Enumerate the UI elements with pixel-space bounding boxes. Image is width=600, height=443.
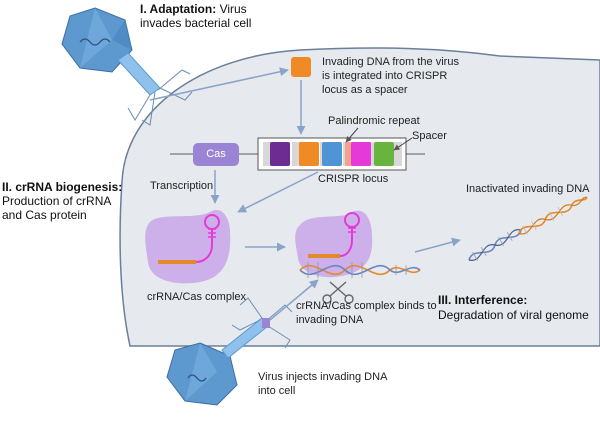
stage-interference-heading-text: III. Interference: [438, 293, 528, 307]
spacer-label: Spacer [412, 130, 447, 142]
stage-biogenesis-line1: Production of crRNA [2, 194, 112, 208]
stage-biogenesis-heading-text: II. crRNA biogenesis: [2, 180, 123, 194]
cas-gene: Cas [193, 143, 239, 166]
stage-adaptation-line2: invades bacterial cell [140, 16, 252, 30]
stage-interference-heading: III. Interference: [438, 293, 527, 307]
stage-adaptation-heading: I. Adaptation: [140, 2, 217, 16]
stage-biogenesis-line2: and Cas protein [2, 208, 87, 222]
stage-biogenesis-heading: II. crRNA biogenesis: [2, 180, 122, 194]
stage-adaptation-title: I. Adaptation: Virus [140, 2, 247, 16]
inactivated-dna-label: Inactivated invading DNA [466, 183, 590, 195]
integration-label-1: Invading DNA from the virus [322, 56, 459, 68]
transcription-label: Transcription [150, 180, 214, 192]
phage-icon-bottom [166, 297, 293, 406]
stage-interference-line1: Degradation of viral genome [438, 308, 589, 322]
new-spacer [291, 57, 311, 77]
integration-label-3: locus as a spacer [322, 84, 408, 96]
virus-injects-label-1: Virus injects invading DNA [258, 371, 388, 383]
complex-binds-label-2: invading DNA [296, 314, 364, 326]
crispr-locus [257, 137, 407, 171]
inactivated-dna-fragments [468, 196, 588, 262]
palindromic-repeat-label: Palindromic repeat [328, 115, 420, 127]
virus-injects-label-2: into cell [258, 385, 296, 397]
arrows [149, 67, 461, 321]
crrna-cas-complex-left [145, 210, 231, 284]
crrna-cas-complex-label: crRNA/Cas complex [147, 291, 247, 303]
phage-icon-top [61, 7, 193, 126]
scissors-icon [322, 281, 354, 304]
stage-adaptation-line1: Virus [219, 2, 247, 16]
integration-label-2: is integrated into CRISPR [322, 70, 448, 82]
crispr-locus-label: CRISPR locus [318, 173, 389, 185]
complex-binds-label-1: crRNA/Cas complex binds to [296, 300, 437, 312]
crrna-cas-complex-bound [295, 210, 421, 278]
